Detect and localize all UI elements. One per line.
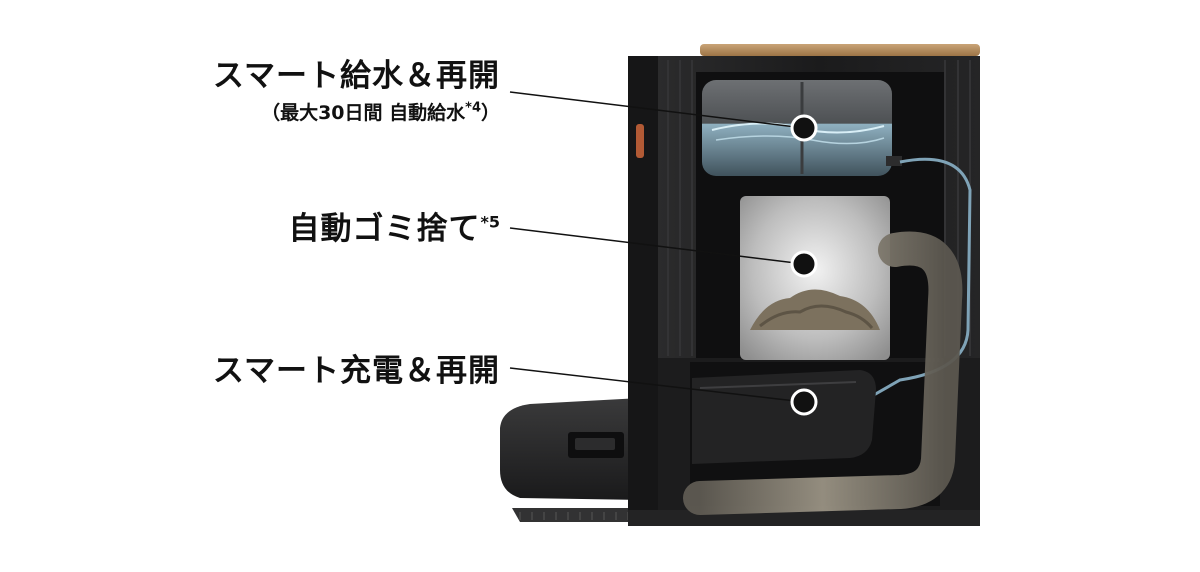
feature-subtitle-water-text: （最大30日間 自動給水 <box>261 102 466 124</box>
dust-pipe <box>683 231 963 515</box>
docked-robot <box>692 370 876 464</box>
feature-title-dust-text: 自動ゴミ捨て <box>288 211 481 247</box>
feature-subtitle-water: （最大30日間 自動給水*4） <box>261 98 500 125</box>
callout-lines <box>509 91 805 403</box>
footnote-4: *4 <box>465 100 481 116</box>
feature-title-water-text: スマート給水＆再開 <box>212 58 500 94</box>
dust-bag <box>740 196 890 360</box>
feature-title-water: スマート給水＆再開 <box>213 50 500 95</box>
feature-title-dust: 自動ゴミ捨て*5 <box>289 203 501 248</box>
callout-dot-icon <box>790 114 818 416</box>
feature-title-charge-text: スマート充電＆再開 <box>212 353 500 389</box>
feature-subtitle-water-close: ） <box>480 102 500 124</box>
robot-vacuum <box>500 398 640 522</box>
footnote-5: *5 <box>480 212 501 232</box>
feature-title-charge: スマート充電＆再開 <box>213 345 500 390</box>
